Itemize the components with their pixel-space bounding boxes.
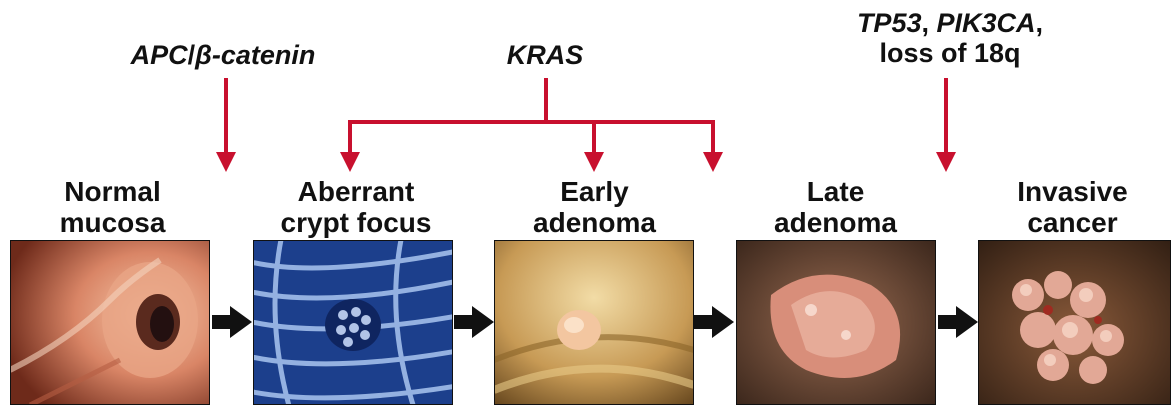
stage-label-line2: adenoma <box>497 207 692 238</box>
stage-label-line2: adenoma <box>738 207 933 238</box>
stage-label-aberrant-crypt-focus: Aberrant crypt focus <box>256 176 456 238</box>
stage-label-line1: Normal <box>20 176 205 207</box>
progression-arrow-2 <box>454 306 494 338</box>
stage-label-normal-mucosa: Normal mucosa <box>20 176 205 238</box>
stage-label-line1: Early <box>497 176 692 207</box>
kras-arrowhead-aberrant <box>340 152 360 172</box>
stage-label-line1: Invasive <box>980 176 1165 207</box>
stage-label-line1: Aberrant <box>256 176 456 207</box>
progression-arrow-3 <box>694 306 734 338</box>
invasive-cancer-image <box>978 240 1171 405</box>
kras-arrowhead-early <box>584 152 604 172</box>
stage-label-invasive-cancer: Invasive cancer <box>980 176 1165 238</box>
normal-mucosa-illustration <box>10 240 210 405</box>
stage-label-line2: cancer <box>980 207 1165 238</box>
aberrant-crypt-focus-illustration <box>253 240 453 405</box>
stage-label-early-adenoma: Early adenoma <box>497 176 692 238</box>
stage-label-line2: crypt focus <box>256 207 456 238</box>
early-adenoma-image <box>494 240 694 405</box>
aberrant-crypt-focus-image <box>253 240 453 405</box>
invasive-cancer-illustration <box>978 240 1171 405</box>
red-connector-lines <box>226 78 946 158</box>
progression-arrow-4 <box>938 306 978 338</box>
late-adenoma-image <box>736 240 936 405</box>
apc-arrowhead <box>216 152 236 172</box>
late-mutations-arrowhead <box>936 152 956 172</box>
late-adenoma-illustration <box>736 240 936 405</box>
early-adenoma-illustration <box>494 240 694 405</box>
normal-mucosa-image <box>10 240 210 405</box>
red-arrowheads <box>216 152 956 172</box>
stage-label-late-adenoma: Late adenoma <box>738 176 933 238</box>
stage-label-line2: mucosa <box>20 207 205 238</box>
stage-label-line1: Late <box>738 176 933 207</box>
kras-arrowhead-late <box>703 152 723 172</box>
progression-arrow-1 <box>212 306 252 338</box>
